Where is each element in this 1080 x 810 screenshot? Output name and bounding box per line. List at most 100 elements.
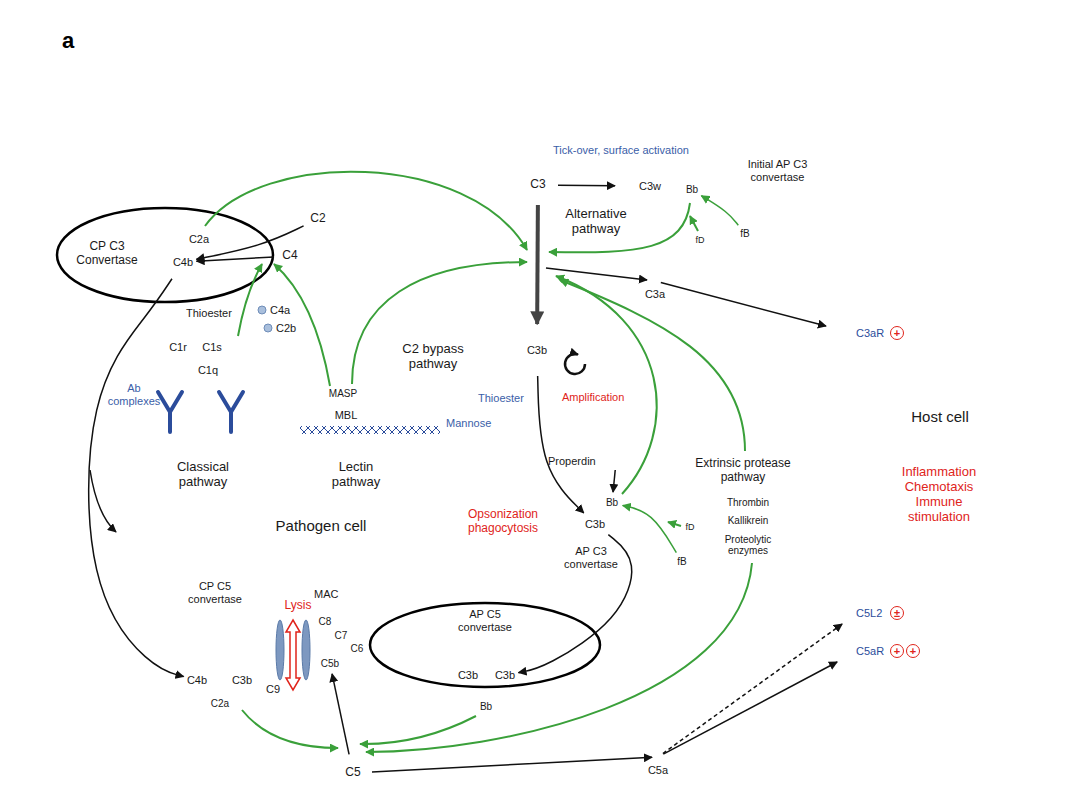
node-label: fB [677, 556, 686, 568]
connector-arrow [663, 662, 837, 754]
complement-protein: C7 [330, 623, 352, 649]
node-label: C1q [150, 364, 266, 377]
connector-arrow [535, 205, 540, 324]
text-wrap: Bb [601, 492, 623, 514]
node-label: C5a [644, 764, 672, 777]
shape-ellipse [682, 519, 699, 536]
node-label: fD [696, 235, 705, 245]
activation-arrow [352, 262, 527, 384]
complement-protein: Kallikrein [713, 511, 783, 531]
complement-protein: C3b [455, 645, 482, 705]
node-label: C3b [495, 669, 515, 682]
complement-protein: C4b [184, 650, 211, 710]
shape-cell [832, 0, 1080, 810]
text-wrap: Bb [475, 696, 497, 718]
shape-rect [685, 452, 802, 491]
connector-arrow [558, 184, 615, 186]
node-label: Alternative pathway [557, 207, 635, 237]
shape-ellipse [672, 552, 693, 573]
antibody-symbol [158, 392, 243, 432]
node-label: MBL [300, 409, 392, 422]
text-wrap: C6 [346, 637, 368, 661]
node-label: C3w [639, 180, 661, 193]
shape-rect [387, 337, 480, 378]
connector-arrow [701, 196, 738, 226]
annotation-label: Mannose [446, 417, 491, 430]
activation-arrow [668, 522, 681, 526]
receptor-symbol [829, 607, 852, 621]
shape-ellipse [335, 755, 372, 792]
cleavage-arrow [546, 268, 647, 280]
annotation-label: Initial AP C3 convertase [735, 158, 820, 183]
text-wrap: C8 [314, 609, 336, 635]
text-wrap: Proteolytic enzymes [708, 529, 788, 561]
node-label: Lectin pathway [323, 460, 389, 490]
shape-cell [119, 434, 820, 628]
shape-ellipse [692, 232, 709, 249]
complement-protein: Thrombin [713, 493, 783, 513]
node-label: fB [740, 228, 749, 240]
text-wrap: fB [671, 551, 693, 573]
pathway-box: Lectin pathway [318, 455, 394, 495]
connector-arrow [332, 674, 349, 754]
sign-symbol: + [890, 326, 904, 340]
activation-arrows [205, 172, 752, 752]
node-label: Opsonization phagocytosis [448, 508, 558, 536]
complement-protein: fB [734, 223, 756, 245]
complement-protein: C3b [566, 512, 624, 536]
shape-ellipse [653, 752, 664, 763]
complement-protein: fD [681, 518, 699, 536]
node-label: C4b [173, 256, 193, 269]
node-label: C3b [585, 518, 605, 531]
pathway-box: Classical pathway [163, 455, 243, 495]
annotation-label: Tick-over, surface activation [553, 144, 689, 157]
node-label: C4b [187, 674, 207, 687]
shape-ellipse [303, 204, 334, 235]
complement-protein: Proteolytic enzymes [708, 529, 788, 561]
annotation-label: MAC [314, 588, 338, 601]
node-label: Bb [606, 497, 618, 509]
receptor-symbol [829, 645, 852, 659]
node-label: Classical pathway [168, 460, 238, 490]
node-label: Lysis [278, 599, 318, 613]
complement-protein: C1q [150, 349, 266, 379]
text-wrap: C1r [164, 333, 192, 361]
connector-arrow [623, 505, 677, 552]
complement-protein: C4 [274, 240, 306, 272]
sign-symbol: + [906, 644, 920, 658]
text-wrap: C4b [184, 650, 211, 710]
text-wrap: fB [734, 223, 756, 245]
complement-protein: C6 [346, 637, 368, 661]
text-wrap: MASP [320, 385, 366, 403]
complement-protein: C3b [492, 645, 519, 705]
connector-arrow [372, 757, 652, 772]
annotation-label: AP C3 convertase [560, 545, 622, 570]
node-label: Inflammation Chemotaxis Immune stimulati… [893, 465, 985, 525]
complement-protein: C5b [310, 654, 350, 674]
node-label: C3b [527, 344, 547, 357]
complement-protein: C2 [302, 203, 334, 235]
shape-ellipse [519, 166, 558, 205]
node-label: C2 bypass pathway [391, 342, 475, 372]
sign-symbol: ± [890, 606, 904, 620]
activation-arrow [274, 264, 330, 386]
text-wrap: C3b [229, 650, 256, 710]
amplification-arrow [565, 354, 585, 374]
pathway-box: Extrinsic protease pathway [684, 451, 802, 491]
activation-arrow [205, 172, 527, 250]
node-label: C8 [319, 616, 332, 628]
node-label: Proteolytic enzymes [710, 534, 786, 557]
highlight-ellipse [370, 603, 600, 687]
node-label: C2 [310, 212, 325, 226]
activation-arrow [360, 716, 476, 744]
text-wrap: C3w [615, 172, 685, 200]
text-wrap: C7 [330, 623, 352, 649]
sign-symbol: + [890, 644, 904, 658]
lysis-arrow [286, 620, 300, 690]
text-wrap: C1s [198, 333, 226, 361]
complement-protein: Bb [601, 492, 623, 514]
node-label: Host cell [885, 408, 995, 425]
fragment-dot [258, 306, 266, 314]
mannose-pattern [300, 426, 440, 434]
